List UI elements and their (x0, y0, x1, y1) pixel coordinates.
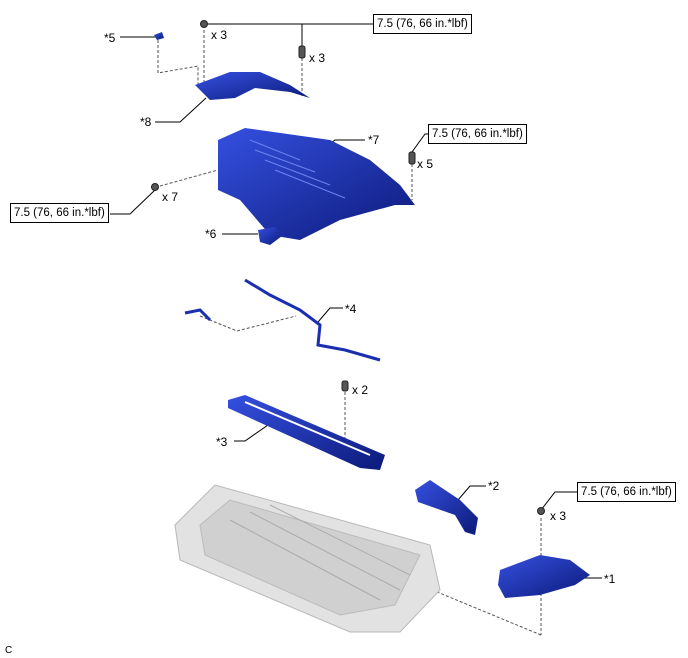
leader-lines (110, 23, 602, 579)
battery-assembly (174, 484, 441, 633)
bolt-icon (408, 151, 416, 165)
part-1-cover (498, 555, 590, 598)
torque-spec-top: 7.5 (76, 66 in.*lbf) (373, 14, 472, 34)
nut-icon (537, 507, 545, 515)
bolt-icon (341, 380, 349, 392)
figure-code: C (5, 645, 13, 656)
fasteners (151, 20, 545, 515)
part-6-bracket (258, 227, 282, 245)
callout-8: *8 (140, 115, 152, 129)
qty-nut-bottom: x 3 (550, 509, 567, 523)
bolt-icon (298, 45, 306, 59)
qty-bolt-tray: x 2 (352, 383, 369, 397)
torque-spec-bottom: 7.5 (76, 66 in.*lbf) (577, 482, 676, 502)
torque-spec-right: 7.5 (76, 66 in.*lbf) (428, 124, 527, 144)
callout-6: *6 (205, 227, 217, 241)
nut-icon (200, 20, 208, 28)
qty-bolt-top: x 3 (309, 51, 326, 65)
nut-icon (151, 183, 159, 191)
callout-4: *4 (345, 302, 357, 316)
qty-nut-left: x 7 (162, 190, 179, 204)
torque-spec-left: 7.5 (76, 66 in.*lbf) (10, 203, 109, 223)
callout-7: *7 (368, 133, 380, 147)
part-3-slot (244, 401, 371, 456)
part-7-ribs (249, 139, 346, 199)
qty-nut-top: x 3 (211, 28, 228, 42)
callout-2: *2 (488, 479, 500, 493)
part-4-harness (184, 278, 381, 362)
qty-bolt-right: x 5 (417, 157, 434, 171)
callout-3: *3 (216, 435, 228, 449)
callout-1: *1 (604, 572, 616, 586)
callout-5: *5 (104, 31, 116, 45)
part-5-clip (154, 32, 164, 40)
part-3-tray (228, 395, 385, 470)
part-7-cover (218, 128, 415, 240)
part-8-cover (195, 72, 310, 100)
part-2-duct (415, 480, 478, 535)
